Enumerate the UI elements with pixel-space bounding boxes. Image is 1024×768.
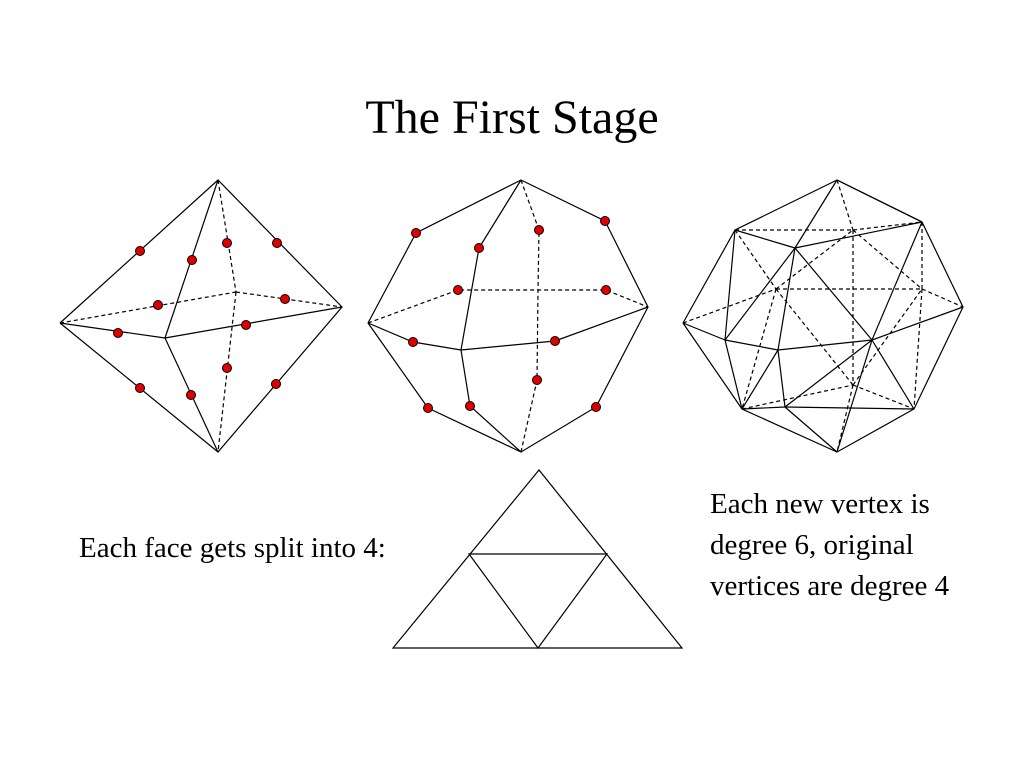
subdivided-polyhedron-figure bbox=[682, 179, 964, 453]
degree-caption-line-3: vertices are degree 4 bbox=[710, 570, 950, 602]
expanded-octahedron-figure bbox=[367, 179, 649, 453]
face-split-caption: Each face gets split into 4: bbox=[79, 532, 386, 564]
octahedron-figure bbox=[59, 179, 343, 453]
slide-title: The First Stage bbox=[365, 91, 659, 144]
hidden-edges bbox=[682, 179, 964, 453]
split-triangle-figure bbox=[391, 469, 684, 650]
expanded-vertices bbox=[408, 216, 611, 413]
degree-caption: Each new vertex is degree 6, original ve… bbox=[710, 484, 1010, 607]
degree-caption-line-2: degree 6, original bbox=[710, 529, 914, 561]
oct-new-vertices bbox=[113, 238, 290, 400]
degree-caption-line-1: Each new vertex is bbox=[710, 488, 930, 520]
